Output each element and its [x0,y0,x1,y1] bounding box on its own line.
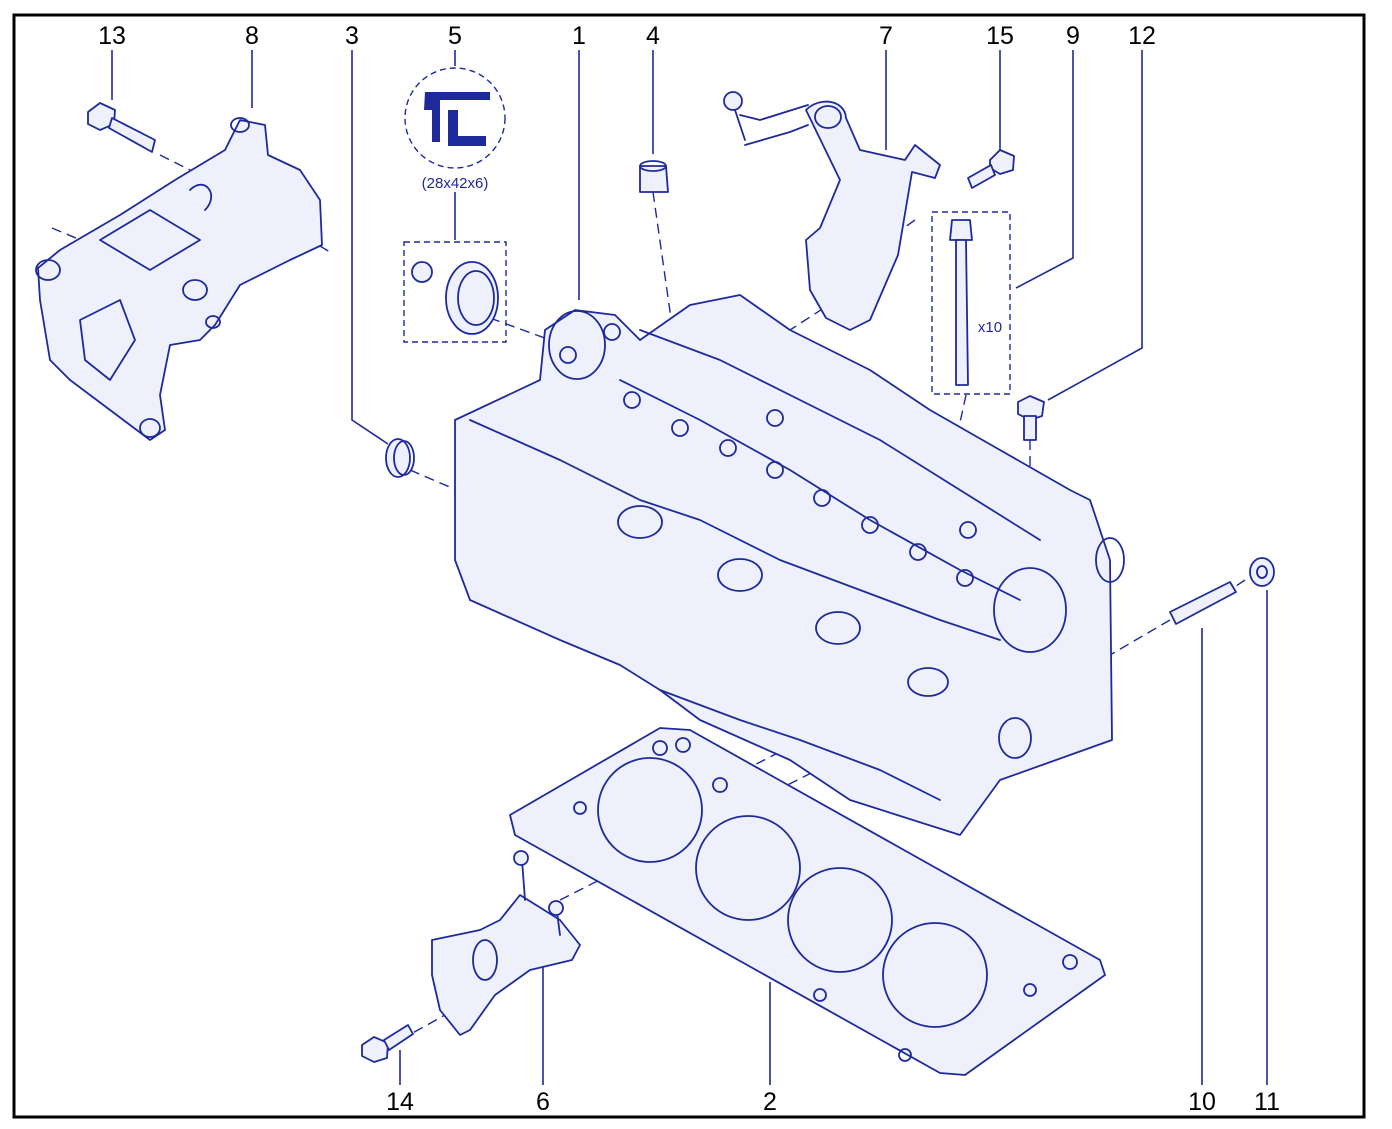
seal-part-5: (28x42x6) [403,67,507,343]
callout-10: 10 [1188,1088,1216,1116]
bracket-part-8 [35,117,323,441]
seal-dimension-label: (28x42x6) [422,175,489,192]
callout-9: 9 [1066,22,1080,50]
callout-14: 14 [386,1088,414,1116]
plug-part-3 [385,438,415,478]
callout-6: 6 [536,1088,550,1116]
callout-1: 1 [572,22,586,50]
diagram-border [12,13,1366,1119]
cylinder-head-part-1 [454,294,1125,836]
callout-13: 13 [98,22,126,50]
bolt-part-13 [87,102,156,153]
callout-12: 12 [1128,22,1156,50]
head-gasket-part-2 [509,727,1106,1076]
callout-15: 15 [986,22,1014,50]
cap-part-4 [639,160,669,193]
bolt-part-14 [361,1024,414,1063]
callout-4: 4 [646,22,660,50]
leader-lines [111,50,1268,1085]
nut-part-11 [1249,557,1275,587]
callout-7: 7 [879,22,893,50]
callout-labels: 13 8 3 5 1 4 7 15 9 12 14 6 2 10 11 [98,22,1280,1116]
bracket-part-6 [431,850,581,1036]
bolt-part-12 [1017,395,1045,441]
bolt-part-15 [967,149,1015,189]
head-bolt-part-9: x10 [931,211,1011,395]
bracket-part-7 [723,91,941,331]
callout-11: 11 [1254,1088,1280,1116]
stud-part-10 [1169,581,1237,625]
callout-3: 3 [345,22,359,50]
callout-8: 8 [245,22,259,50]
callout-2: 2 [763,1088,777,1116]
bolt-quantity-label: x10 [978,319,1002,336]
callout-5: 5 [448,22,462,50]
